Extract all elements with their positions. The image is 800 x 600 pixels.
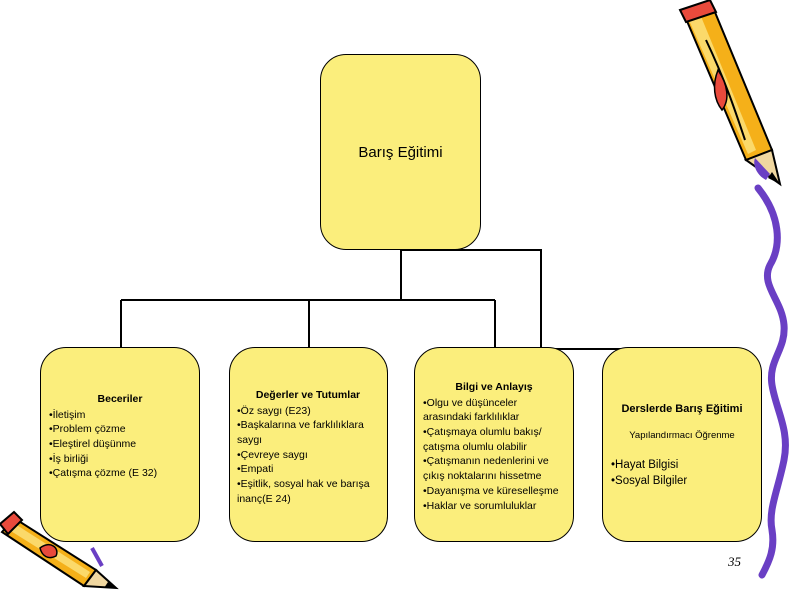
list-item: •Sosyal Bilgiler bbox=[611, 474, 688, 487]
connector-branch-4 bbox=[401, 249, 626, 350]
node-title: Beceriler bbox=[97, 393, 143, 405]
list-item: •İş birliği bbox=[49, 452, 89, 465]
page-number: 35 bbox=[728, 554, 741, 569]
list-item: •Çatışmanın nedenlerini ve çıkış noktala… bbox=[423, 455, 549, 483]
list-item: •Olgu ve düşünceler arasındaki farklılık… bbox=[423, 396, 520, 424]
node-title: Bilgi ve Anlayış bbox=[455, 381, 533, 393]
node-values-attitudes: Değerler ve Tutumlar •Öz saygı (E23) •Ba… bbox=[229, 347, 388, 542]
list-item: •Çatışmaya olumlu bakış/ çatışma olumlu … bbox=[423, 426, 542, 453]
node-title: Derslerde Barış Eğitimi bbox=[621, 403, 743, 415]
list-item: •Empati bbox=[237, 463, 274, 476]
node-courses: Derslerde Barış Eğitimi Yapılandırmacı Ö… bbox=[602, 347, 762, 542]
list-item: •İletişim bbox=[49, 408, 86, 421]
list-item: •Haklar ve sorumluluklar bbox=[423, 499, 537, 512]
list-item: •Öz saygı (E23) bbox=[237, 404, 311, 417]
pencil-icon-top-right bbox=[678, 0, 782, 187]
list-item: •Dayanışma ve küreselleşme bbox=[423, 484, 559, 497]
pencil-icon-bottom-left bbox=[0, 510, 119, 590]
list-item: •Çevreye saygı bbox=[237, 448, 308, 461]
list-item: •Eleştirel düşünme bbox=[49, 438, 137, 451]
root-node: Barış Eğitimi bbox=[320, 54, 481, 250]
list-item: •Eşitlik, sosyal hak ve barışa inanç(E 2… bbox=[237, 478, 370, 505]
list-item: •Çatışma çözme (E 32) bbox=[49, 467, 158, 480]
node-subtitle: Yapılandırmacı Öğrenme bbox=[629, 430, 735, 442]
node-knowledge: Bilgi ve Anlayış •Olgu ve düşünceler ara… bbox=[414, 347, 574, 542]
list-item: •Problem çözme bbox=[49, 423, 126, 436]
list-item: •Başkalarına ve farklılıklara saygı bbox=[237, 419, 364, 447]
purple-ribbon bbox=[754, 184, 789, 579]
node-skills: Beceriler •İletişim •Problem çözme •Eleş… bbox=[40, 347, 200, 542]
node-title: Değerler ve Tutumlar bbox=[255, 389, 361, 401]
root-title: Barış Eğitimi bbox=[358, 143, 443, 161]
list-item: •Hayat Bilgisi bbox=[611, 458, 679, 471]
